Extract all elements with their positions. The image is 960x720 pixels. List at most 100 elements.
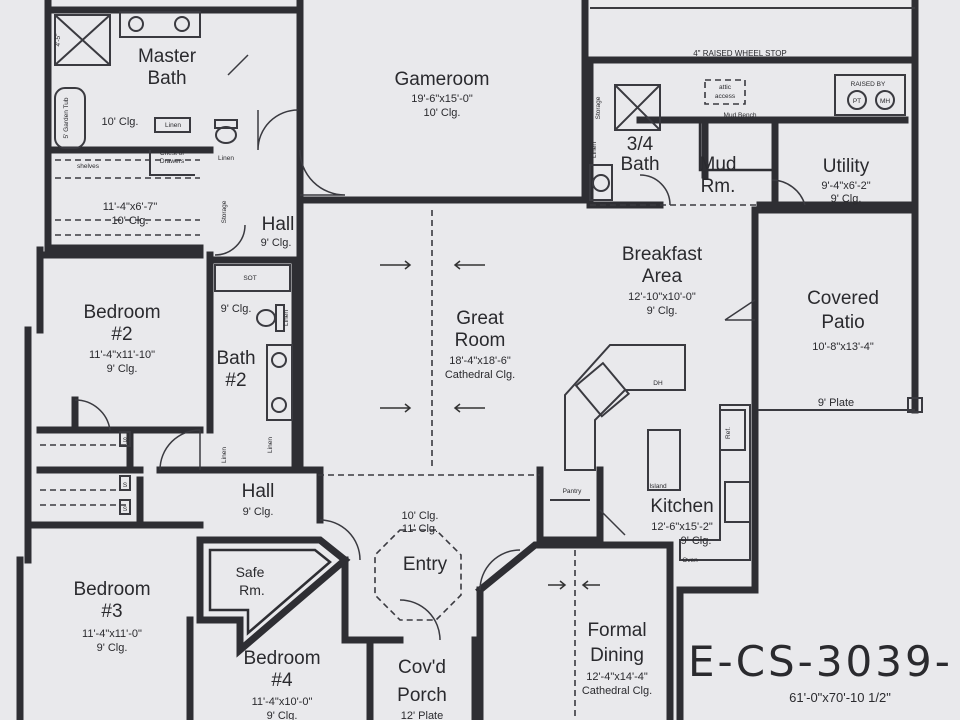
- plan-id: E-CS-3039-: [688, 637, 953, 686]
- sink-icon: [271, 397, 287, 413]
- linen-label-3: Linen: [591, 142, 598, 158]
- safe-room-name-2: Rm.: [239, 582, 265, 598]
- gameroom-dims: 19'-6"x15'-0": [411, 93, 473, 105]
- bath-2-name-1: Bath: [216, 348, 255, 369]
- entry-ceiling-2: 11' Clg.: [402, 523, 438, 535]
- utility-dims: 9'-4"x6'-2": [821, 180, 870, 192]
- ref-label: Ref.: [725, 427, 732, 439]
- porch-plate: 12' Plate: [401, 710, 443, 720]
- linen-label-1: Linen: [165, 122, 181, 129]
- sink-icon: [592, 174, 610, 192]
- linen-label-6: Linen: [221, 447, 228, 463]
- porch-name-1: Cov'd: [398, 657, 446, 678]
- kitchen-name: Kitchen: [650, 496, 713, 517]
- kitchen-ceiling: 9' Clg.: [681, 535, 712, 547]
- mud-bench-label: Mud Bench: [724, 112, 757, 119]
- bedroom-2-dims: 11'-4"x11'-10": [89, 349, 155, 361]
- mud-room-name-2: Rm.: [701, 176, 736, 197]
- bedroom-2-name-1: Bedroom: [83, 302, 160, 323]
- dim-45-label: 4'-5": [55, 33, 62, 47]
- doors: [74, 54, 806, 641]
- kitchen-island: [647, 429, 681, 491]
- sink-icon: [174, 16, 190, 32]
- water-heater-icon: [847, 90, 867, 110]
- bedroom-3-name-1: Bedroom: [73, 579, 150, 600]
- bedroom-4-dims: 11'-4"x10'-0": [252, 696, 313, 708]
- utility-ceiling: 9' Clg.: [831, 193, 862, 205]
- chest-label-1: Chest of: [160, 150, 184, 157]
- shower-icon: [54, 14, 111, 66]
- bedroom-4-name-1: Bedroom: [243, 648, 320, 669]
- hall-lower-ceiling: 9' Clg.: [243, 506, 274, 518]
- bedroom-3-dims: 11'-4"x11'-0": [82, 628, 142, 640]
- bedroom-3-ceiling: 9' Clg.: [97, 642, 128, 654]
- oven-label: Oven: [682, 557, 698, 564]
- walls: [16, 0, 919, 720]
- range-icon: [724, 481, 751, 523]
- kitchen-dims: 12'-6"x15'-2": [651, 521, 713, 533]
- bathtub-icon: [214, 264, 291, 292]
- storage-label-2: Storage: [595, 96, 602, 119]
- shelves-label: shelves: [77, 163, 100, 170]
- s-label-2: S: [123, 482, 128, 489]
- hall-upper-name: Hall: [262, 214, 295, 235]
- great-room-name-2: Room: [455, 330, 506, 351]
- sot-label: SOT: [243, 275, 256, 282]
- linen-label-2: Linen: [218, 155, 234, 162]
- porch-name-2: Porch: [397, 685, 447, 706]
- bath-34-name-1: 3/4: [627, 134, 654, 155]
- breakfast-name-1: Breakfast: [622, 244, 703, 265]
- bathtub-icon: [54, 87, 86, 149]
- patio-dims: 10'-8"x13'-4": [812, 341, 874, 353]
- s-label-1: S: [123, 437, 128, 444]
- kitchen-sink-icon: [574, 361, 631, 418]
- dining-name-2: Dining: [590, 645, 644, 666]
- dining-name-1: Formal: [587, 620, 646, 641]
- overall-dims: 61'-0"x70'-10 1/2": [789, 690, 891, 705]
- bath-2-name-2: #2: [225, 370, 246, 391]
- beam-arrows: [380, 260, 600, 590]
- dining-ceiling: Cathedral Clg.: [582, 685, 652, 697]
- dh-label: DH: [653, 380, 663, 387]
- mud-room-name-1: Mud: [700, 154, 737, 175]
- chest-label-2: Drawers: [160, 158, 185, 165]
- patio-name-2: Patio: [821, 312, 864, 333]
- entry-octagon: [374, 529, 462, 621]
- great-room-ceiling: Cathedral Clg.: [445, 369, 515, 381]
- mh-label: MH: [880, 98, 890, 105]
- utility-name: Utility: [823, 156, 870, 177]
- room-labels: Master Bath 10' Clg. 11'-4"x6'-7" 10' Cl…: [55, 33, 953, 720]
- patio-plate: 9' Plate: [818, 397, 854, 409]
- storage-label-1: Storage: [221, 200, 228, 223]
- bath-2-ceiling: 9' Clg.: [221, 303, 252, 315]
- attic-label-2: access: [715, 93, 736, 100]
- entry-name: Entry: [403, 554, 448, 575]
- bedroom-4-ceiling: 9' Clg.: [267, 710, 298, 720]
- water-heater-icon: [875, 90, 895, 110]
- garden-tub-label: 5' Garden Tub: [63, 97, 70, 138]
- master-closet-dims: 11'-4"x6'-7": [103, 201, 158, 213]
- gameroom-name: Gameroom: [394, 69, 489, 90]
- attic-label-1: attic: [719, 84, 732, 91]
- island-label: Island: [649, 483, 667, 490]
- safe-room-name-1: Safe: [236, 564, 265, 580]
- dining-dims: 12'-4"x14'-4": [586, 671, 648, 683]
- master-closet-ceiling: 10' Clg.: [112, 215, 149, 227]
- hall-lower-name: Hall: [242, 481, 275, 502]
- bath-34-name-2: Bath: [620, 154, 659, 175]
- pt-label: PT: [853, 98, 861, 105]
- linen-label-4: Linen: [283, 310, 290, 326]
- hall-upper-ceiling: 9' Clg.: [261, 237, 292, 249]
- linen-label-5: Linen: [267, 437, 274, 453]
- bedroom-2-name-2: #2: [111, 324, 132, 345]
- raised-by-label: RAISED BY: [851, 81, 886, 88]
- great-room-dims: 18'-4"x18'-6": [449, 355, 511, 367]
- wheel-stop-label: 4" RAISED WHEEL STOP: [693, 49, 787, 58]
- s-label-3: S: [123, 506, 128, 513]
- bedroom-3-name-2: #3: [101, 601, 122, 622]
- entry-ceiling-1: 10' Clg.: [402, 510, 439, 522]
- pantry-label: Pantry: [563, 488, 583, 495]
- gameroom-ceiling: 10' Clg.: [424, 107, 461, 119]
- breakfast-name-2: Area: [642, 266, 683, 287]
